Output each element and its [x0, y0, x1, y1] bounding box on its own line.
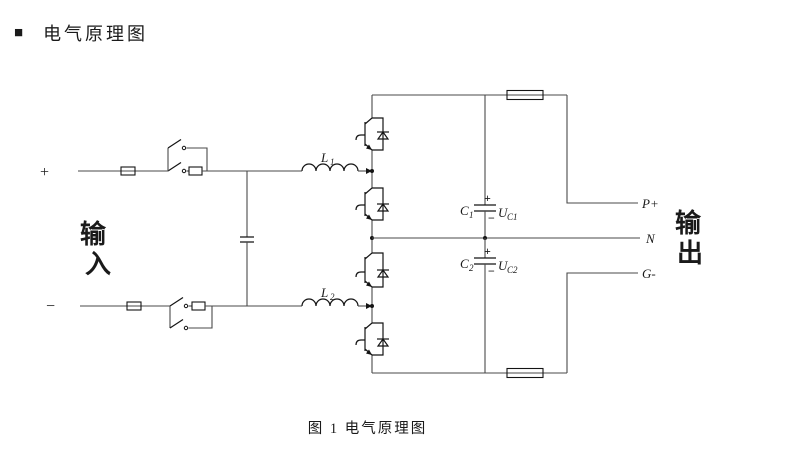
input-label: 输: [80, 219, 107, 249]
input-plus-terminal: +: [40, 164, 49, 181]
fuse-icon: [506, 89, 544, 101]
capacitor-icon: [240, 236, 254, 243]
input-minus-terminal: −: [46, 298, 55, 315]
diode-icon: [376, 268, 390, 278]
fuse-icon: [126, 301, 142, 311]
c2-minus-mark: −: [488, 264, 495, 278]
c2-label-sub: 2: [469, 263, 474, 273]
dc-bus-bottom: [372, 272, 638, 379]
c2-plus-mark: +: [484, 244, 491, 258]
resistor-icon: [191, 301, 206, 311]
precharge-switch-top: [167, 138, 208, 176]
inductor-icon: [301, 163, 359, 172]
inductor-l2: L 2: [301, 285, 372, 309]
wire: [566, 272, 638, 373]
gate-lead-icon: [355, 271, 365, 278]
igbt-4: [355, 322, 390, 356]
c1-minus-mark: −: [488, 211, 495, 225]
switch-contact-icon: [181, 168, 187, 174]
input-positive-line: [78, 138, 302, 176]
diode-icon: [376, 130, 390, 140]
junction-dot: [370, 304, 374, 308]
emitter-arrow-icon: [366, 214, 372, 220]
diode-icon: [376, 202, 390, 212]
uc2-label-sub: C2: [507, 265, 518, 275]
terminal-n: N: [645, 231, 656, 246]
wire: [566, 95, 638, 204]
c1-label-sub: 1: [469, 210, 474, 220]
bullet-square-icon: ■: [14, 24, 24, 41]
wire: [186, 147, 208, 171]
c1-label: C: [460, 203, 469, 218]
switch-blade-icon: [167, 161, 182, 172]
output-label: 出: [677, 239, 703, 268]
resistor-icon: [188, 166, 203, 176]
emitter-arrow-icon: [366, 281, 372, 287]
dc-bus-capacitor-c1: + − C 1 U C1: [460, 95, 518, 238]
igbt-icon: [364, 252, 373, 288]
c2-label: C: [460, 256, 469, 271]
wire: [188, 306, 213, 329]
emitter-arrow-icon: [366, 349, 372, 355]
figure-caption: 图 1 电气原理图: [307, 421, 428, 437]
uc2-label: U: [498, 258, 509, 273]
input-label: 入: [85, 250, 111, 279]
switch-contact-icon: [181, 145, 187, 151]
dc-bus-top: [372, 89, 638, 204]
uc1-label-sub: C1: [507, 212, 518, 222]
page-title-text: 电气原理图: [43, 24, 149, 44]
switch-blade-icon: [167, 138, 182, 149]
switch-contact-icon: [183, 325, 189, 331]
igbt-2: [355, 187, 390, 221]
uc1-label: U: [498, 205, 509, 220]
l2-label: L: [320, 285, 328, 300]
output-label: 输: [675, 208, 702, 238]
page-title: ■ 电气原理图: [14, 20, 148, 46]
terminal-g-minus: G-: [642, 266, 656, 281]
igbt-1: [355, 117, 390, 151]
wire: [372, 117, 384, 151]
inductor-l1: L 1: [301, 150, 372, 174]
input-capacitor: [240, 171, 254, 306]
gate-lead-icon: [355, 134, 365, 141]
l2-label-sub: 2: [330, 292, 335, 302]
terminal-p-plus: P+: [641, 196, 659, 211]
arrow-icon: [366, 303, 372, 309]
switch-blade-icon: [169, 318, 184, 329]
dc-bus-capacitor-c2: + − C 2 U C2: [460, 238, 518, 373]
junction-dot: [370, 169, 374, 173]
l1-label: L: [320, 150, 328, 165]
arrow-icon: [366, 168, 372, 174]
diode-icon: [376, 337, 390, 347]
emitter-arrow-icon: [366, 144, 372, 150]
fuse-icon: [506, 367, 544, 379]
igbt-3: [355, 252, 390, 288]
switch-blade-icon: [169, 296, 184, 307]
fuse-icon: [120, 166, 136, 176]
l1-label-sub: 1: [330, 157, 335, 167]
input-negative-line: [80, 296, 302, 331]
gate-lead-icon: [355, 339, 365, 346]
gate-lead-icon: [355, 204, 365, 211]
precharge-switch-bottom: [169, 296, 213, 331]
inductor-icon: [301, 298, 359, 307]
switch-contact-icon: [183, 303, 189, 309]
c1-plus-mark: +: [484, 191, 491, 205]
